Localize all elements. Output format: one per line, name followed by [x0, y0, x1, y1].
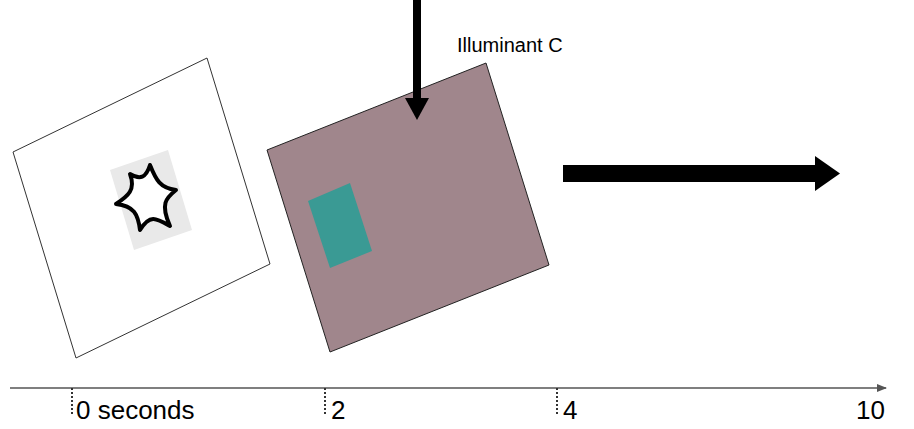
- tick-mark: [324, 388, 326, 416]
- tick-mark: [556, 388, 558, 416]
- axis-label: 4: [563, 396, 577, 425]
- axis-label: 10: [856, 396, 885, 425]
- teal-patch: [308, 183, 372, 268]
- time-axis: [10, 387, 886, 389]
- illuminant-label: Illuminant C: [457, 34, 563, 56]
- grey-card: [110, 150, 192, 250]
- tick-mark: [71, 388, 73, 416]
- motion-arrow-shaft: [563, 165, 817, 182]
- star-shape: [116, 165, 176, 230]
- axis-label: 0 seconds: [76, 396, 195, 425]
- white-square: [13, 58, 270, 358]
- illuminant-arrow-head: [405, 98, 429, 120]
- illuminant-arrow-shaft: [413, 0, 421, 100]
- axis-label: 2: [331, 396, 345, 425]
- motion-arrow-head: [815, 156, 840, 191]
- mauve-square: [267, 63, 549, 352]
